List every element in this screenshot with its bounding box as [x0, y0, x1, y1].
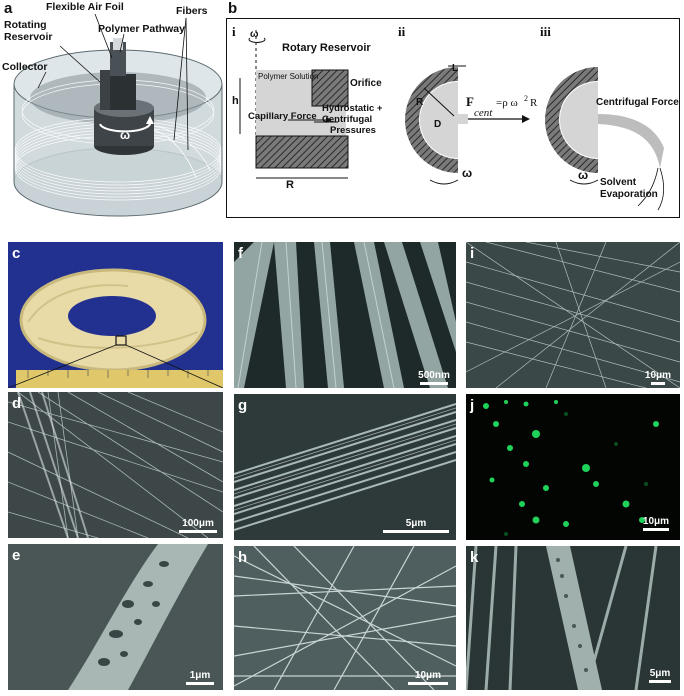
fiber-mesh-h: [234, 546, 456, 690]
scalebar-f: 500nm: [414, 370, 454, 385]
label-formula-eq: =ρ ω: [496, 97, 518, 109]
label-R-ii: R: [416, 97, 424, 108]
panel-d-sem: [8, 392, 223, 538]
annotation-polymer-pathway: Polymer Pathway: [98, 23, 185, 35]
panel-label-h: h: [238, 549, 248, 566]
panel-b-schematic: [226, 18, 680, 218]
panel-i-sem: [466, 242, 680, 388]
panel-label-b: b: [228, 0, 238, 17]
panel-k-sem: [466, 546, 680, 690]
scalebar-k: 5μm: [642, 668, 678, 683]
scalebar-label-i: 10μm: [644, 370, 672, 381]
annotation-rotating: Rotating: [4, 19, 47, 31]
label-force-F: F: [466, 94, 474, 109]
label-pressures: Pressures: [330, 125, 376, 136]
scalebar-j: 10μm: [634, 516, 678, 531]
label-omega-i: ω: [250, 29, 259, 40]
panel-a-device-illustration: [13, 13, 223, 217]
scalebar-h: 10μm: [404, 670, 452, 685]
panel-f-sem: [234, 242, 456, 388]
label-centrifugal: Centrifugal: [322, 114, 373, 125]
label-formula-end: R: [530, 97, 538, 109]
porous-fiber-e: [68, 544, 208, 690]
panel-b-diagram: [239, 30, 664, 211]
panel-c-photo: [8, 242, 223, 388]
sub-label-iii: iii: [540, 24, 551, 39]
fiber-texture-k: [466, 546, 658, 690]
scalebar-e: 1μm: [182, 670, 218, 685]
scalebar-label-d: 100μm: [182, 518, 214, 529]
fiber-texture-d: [8, 392, 223, 538]
label-orifice: Orifice: [350, 78, 382, 89]
fluorescent-dots-j: [483, 400, 659, 536]
scalebar-label-h: 10μm: [414, 670, 442, 681]
label-evaporation: Evaporation: [600, 189, 658, 200]
annotation-fibers: Fibers: [176, 5, 208, 17]
annotation-flexible-air-foil: Flexible Air Foil: [46, 1, 124, 13]
panel-label-f: f: [238, 245, 243, 262]
panel-g-sem: [234, 394, 456, 540]
label-omega-iii: ω: [578, 168, 589, 182]
scalebar-d: 100μm: [176, 518, 220, 533]
fiber-mat-i: [466, 242, 680, 388]
fiber-ring-illustration: [8, 268, 223, 388]
label-capillary-force: Capillary Force: [248, 111, 317, 122]
label-polymer-solution: Polymer Solution: [258, 72, 319, 81]
label-solvent: Solvent: [600, 177, 637, 188]
scalebar-label-f: 500nm: [418, 370, 450, 381]
scalebar-label-k: 5μm: [649, 668, 671, 679]
label-force-cent: cent: [474, 107, 493, 119]
panel-label-e: e: [12, 547, 21, 564]
sub-label-i: i: [232, 24, 236, 39]
panel-label-a: a: [4, 0, 13, 17]
label-centrifugal-force: Centrifugal Force: [596, 97, 679, 108]
label-omega-ii: ω: [462, 166, 473, 180]
panel-label-k: k: [470, 549, 479, 566]
panel-label-d: d: [12, 395, 22, 412]
scalebar-label-g: 5μm: [405, 518, 427, 529]
fiber-texture-f: [234, 242, 456, 388]
scalebar-label-e: 1μm: [189, 670, 211, 681]
panel-e-sem: [8, 544, 223, 690]
label-h: h: [232, 95, 239, 107]
annotation-omega-a: ω: [120, 128, 131, 142]
sub-label-ii: ii: [398, 24, 406, 39]
label-formula-sup: 2: [524, 94, 528, 103]
panel-label-g: g: [238, 397, 248, 414]
scalebar-label-j: 10μm: [642, 516, 670, 527]
panel-label-j: j: [470, 397, 475, 414]
panel-j-fluorescence: [466, 394, 680, 540]
label-rotary-reservoir: Rotary Reservoir: [282, 42, 371, 54]
scalebar-g: 5μm: [380, 518, 452, 533]
panel-label-i: i: [470, 245, 475, 262]
label-D: D: [434, 119, 442, 130]
label-hydrostatic: Hydrostatic +: [322, 103, 383, 114]
scalebar-i: 10μm: [638, 370, 678, 385]
panel-h-sem: [234, 546, 456, 690]
panel-label-c: c: [12, 245, 21, 262]
fiber-bundle-g: [234, 403, 456, 531]
label-L: L: [452, 63, 459, 74]
label-R-i: R: [286, 179, 294, 191]
annotation-reservoir: Reservoir: [4, 31, 53, 43]
annotation-collector: Collector: [2, 61, 48, 73]
